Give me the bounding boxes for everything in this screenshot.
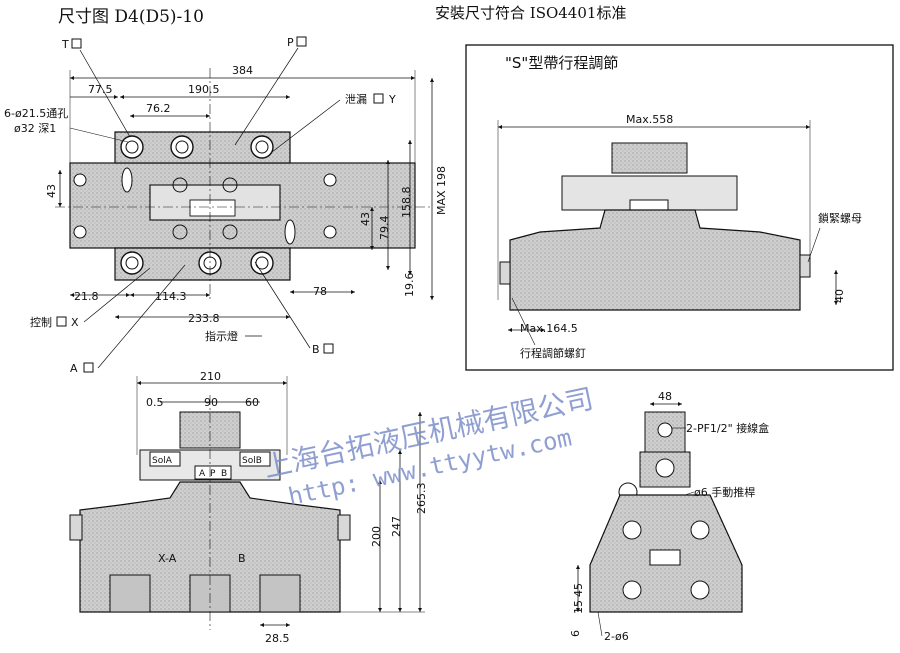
watermark: 上海台拓液压机械有限公司 http: www.ttyytw.com xyxy=(261,382,597,511)
dim-max-558: Max.558 xyxy=(626,113,673,126)
dim-60: 60 xyxy=(245,396,259,409)
label-b-front: B xyxy=(238,552,246,565)
dim-28-5: 28.5 xyxy=(265,632,290,645)
dim-265-3: 265.3 xyxy=(415,483,428,515)
dim-40: 40 xyxy=(833,289,846,303)
s-type-body xyxy=(509,209,801,311)
port-label-drain: 泄漏 xyxy=(345,93,367,106)
dim-90: 90 xyxy=(204,396,218,409)
label-apb-p: P xyxy=(210,469,216,479)
hole-spec-1: 6-ø21.5通孔 xyxy=(4,107,68,120)
side-view: 48 2-PF1/2" 接線盒 ø6 手動推桿 2-ø6 45 15 6 xyxy=(569,390,769,643)
label-lock-nut: 鎖緊螺母 xyxy=(818,211,862,225)
dim-max-198: MAX 198 xyxy=(435,166,448,215)
dim-max-164-5: Max.164.5 xyxy=(520,322,578,335)
port-label-control: 控制 xyxy=(30,315,52,329)
top-view: 384 190.5 77.5 76.2 43 6-ø21.5通孔 ø32 深1 … xyxy=(4,36,448,375)
dim-43-left: 43 xyxy=(45,184,58,198)
dim-384: 384 xyxy=(232,64,253,77)
dim-45: 45 xyxy=(572,583,585,597)
label-holes-2-d6: 2-ø6 xyxy=(604,630,629,643)
label-sola: SolA xyxy=(152,456,173,466)
label-solb: SolB xyxy=(242,456,262,466)
left-title: 尺寸图 D4(D5)-10 xyxy=(58,7,204,27)
dim-233-8: 233.8 xyxy=(188,312,220,325)
label-stroke-screw: 行程調節螺釘 xyxy=(520,346,586,360)
dim-190-5: 190.5 xyxy=(188,83,220,96)
dim-76-2: 76.2 xyxy=(146,102,171,115)
dim-19-6: 19.6 xyxy=(403,273,416,298)
pilot-valve-label-plate xyxy=(189,199,236,217)
port-label-a: A xyxy=(70,362,78,375)
port-label-b: B xyxy=(312,343,320,356)
dim-78: 78 xyxy=(313,285,327,298)
front-view: 210 0.5 90 60 SolA SolB A P B X xyxy=(69,370,428,645)
label-indicator-lamp: 指示燈 xyxy=(205,329,238,343)
dim-0-5: 0.5 xyxy=(146,396,164,409)
s-type-box: "S"型帶行程調節 Max.558 Max.164.5 鎖緊螺母 行程調節螺釘 … xyxy=(465,44,894,371)
dim-6: 6 xyxy=(569,630,582,637)
label-apb-b: B xyxy=(221,469,227,479)
dim-210: 210 xyxy=(200,370,221,383)
top-view-upper-flange xyxy=(114,131,291,164)
label-x-a: X-A xyxy=(158,552,177,565)
dim-114-3: 114.3 xyxy=(155,290,187,303)
label-junction-box: 2-PF1/2" 接線盒 xyxy=(686,421,769,435)
dim-77-5: 77.5 xyxy=(88,83,113,96)
indicator-lamp-left xyxy=(121,167,133,193)
dim-43-right: 43 xyxy=(359,212,372,226)
port-label-drain-y: Y xyxy=(388,93,396,106)
dim-21-8: 21.8 xyxy=(74,290,99,303)
dim-200: 200 xyxy=(370,526,383,547)
label-manual-lever: ø6 手動推桿 xyxy=(694,485,755,499)
hole-spec-2: ø32 深1 xyxy=(14,122,56,135)
s-type-frame xyxy=(465,44,894,371)
s-type-title: "S"型帶行程調節 xyxy=(505,54,618,72)
right-title: 安裝尺寸符合 ISO4401标准 xyxy=(435,4,626,22)
port-label-x: X xyxy=(71,316,79,329)
dim-48: 48 xyxy=(658,390,672,403)
dim-15: 15 xyxy=(572,600,585,614)
port-label-p: P xyxy=(287,36,294,49)
dim-158-8: 158.8 xyxy=(400,187,413,219)
port-label-t: T xyxy=(61,38,69,51)
label-apb-a: A xyxy=(199,469,206,479)
dim-79-4: 79.4 xyxy=(378,216,391,241)
dim-247: 247 xyxy=(390,516,403,537)
indicator-lamp-right xyxy=(284,219,296,245)
